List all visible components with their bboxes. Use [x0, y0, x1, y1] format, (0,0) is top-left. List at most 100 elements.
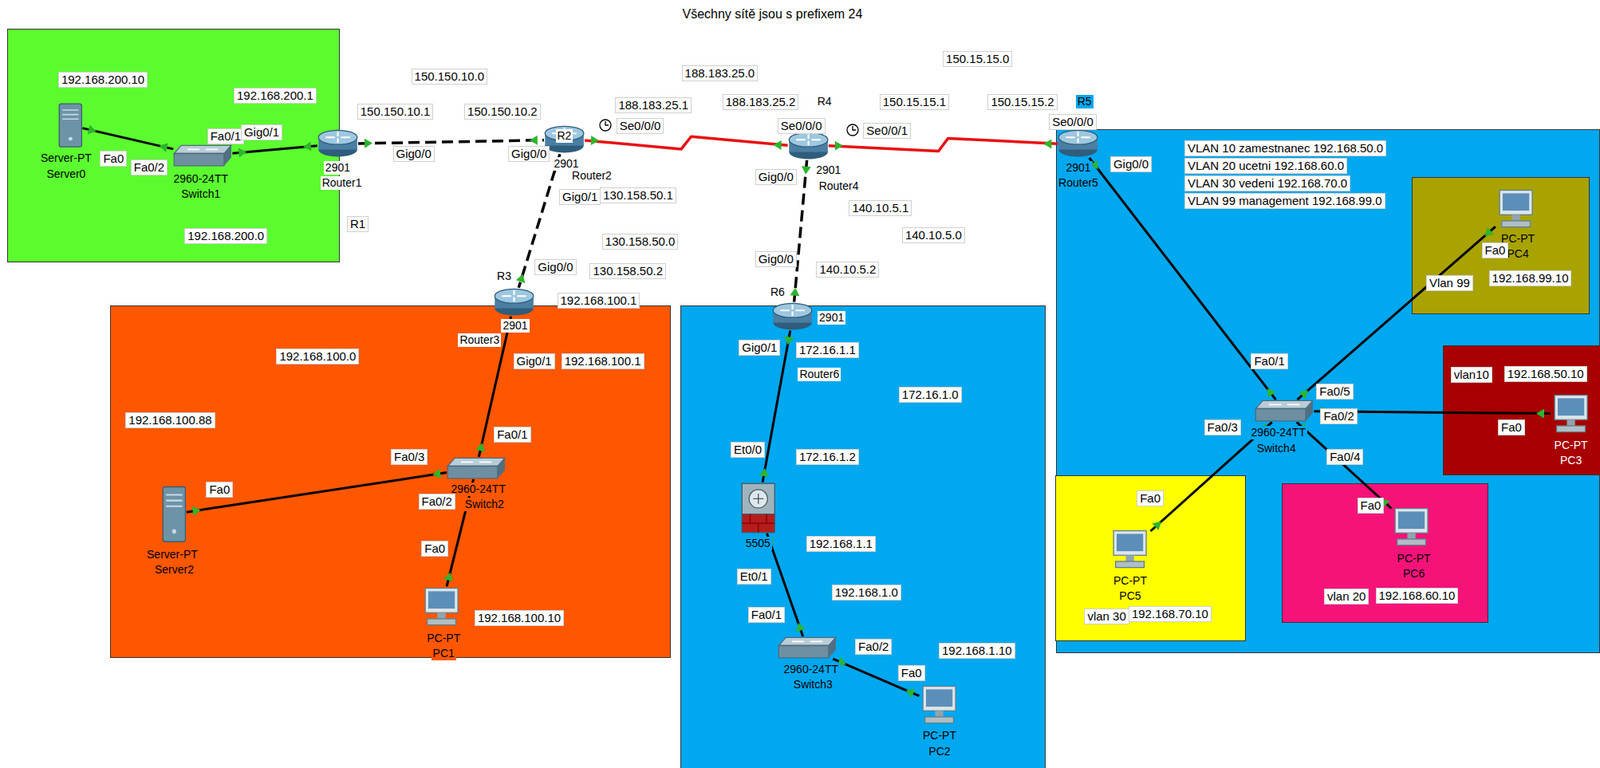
- ip-address: 192.168.1.10: [938, 642, 1016, 659]
- ip-address: 192.168.100.10: [474, 610, 564, 627]
- ip-address: 150.150.10.1: [357, 103, 434, 120]
- router-device: 2901Router1: [317, 129, 359, 158]
- router-device: R62901Router6: [772, 302, 813, 332]
- area-label: 192.168.100.0: [275, 348, 359, 365]
- interface-label: Fa0/2: [1320, 408, 1357, 425]
- interface-label: Fa0/1: [493, 426, 531, 443]
- device-name: 2960-24TT: [449, 482, 507, 497]
- device-name: Router4: [817, 179, 861, 194]
- port-marker: [789, 287, 800, 296]
- ip-address: 192.168.200.1: [233, 87, 317, 104]
- switch-icon: [1254, 399, 1314, 422]
- fw-device: 5505: [740, 482, 776, 534]
- router-icon: [788, 131, 829, 161]
- device-name: PC5: [1117, 589, 1143, 603]
- port-marker: [773, 140, 782, 150]
- ip-address: 192.168.100.1: [557, 292, 641, 309]
- device-name: Server0: [44, 167, 87, 182]
- router-icon: [493, 287, 535, 317]
- pc-device: PC-PTPC1: [421, 586, 462, 627]
- area-label: vlan 20: [1324, 588, 1369, 605]
- area-label: VLAN 30 vedeni 192.168.70.0: [1184, 175, 1351, 192]
- network-area: 192.168.200.0Server-PTServer02960-24TTSw…: [7, 28, 340, 263]
- switch-icon: [173, 144, 233, 167]
- ip-address: 130.158.50.0: [602, 233, 679, 250]
- device-name: Router2: [570, 169, 614, 183]
- device-name: PC-PT: [1552, 438, 1590, 453]
- device-name: 5505: [744, 536, 773, 551]
- interface-label: Se0/0/1: [863, 122, 911, 139]
- ip-address: 150.15.15.0: [942, 51, 1013, 67]
- interface-label: Gig0/0: [508, 145, 550, 162]
- area-label: VLAN 20 ucetni 192.168.60.0: [1184, 157, 1348, 174]
- interface-label: Fa0/1: [1250, 353, 1288, 370]
- device-name: PC4: [1505, 247, 1530, 261]
- port-marker: [516, 274, 525, 284]
- pc-device: PC-PTPC4: [1495, 188, 1537, 229]
- device-name: 2901: [500, 319, 529, 333]
- interface-label: Gig0/1: [240, 124, 283, 141]
- interface-label: Fa0: [1481, 242, 1510, 259]
- interface-label: Gig0/0: [1110, 156, 1152, 173]
- device-name: 2901: [814, 163, 843, 178]
- interface-label: Fa0/2: [418, 493, 456, 510]
- interface-label: Fa0: [898, 665, 926, 682]
- interface-label: Et0/1: [736, 568, 772, 585]
- ip-address: 192.168.1.0: [831, 584, 902, 601]
- router-device: R22901Router2: [543, 125, 585, 154]
- port-marker: [1043, 138, 1052, 149]
- port-marker: [591, 135, 600, 146]
- interface-label: Fa0: [1357, 497, 1385, 514]
- switch-icon: [777, 636, 837, 659]
- interface-label: Fa0/3: [390, 449, 428, 466]
- interface-label: R1: [346, 216, 369, 233]
- switch-device: 2960-24TTSwitch4: [1254, 399, 1314, 422]
- device-name: 2960-24TT: [1249, 425, 1307, 440]
- interface-label: Gig0/1: [738, 339, 781, 356]
- ip-address: 188.183.25.0: [681, 65, 759, 82]
- device-name: Router1: [320, 176, 364, 190]
- interface-label: Fa0: [421, 540, 449, 557]
- clock-symbol: [847, 124, 859, 136]
- ip-address: 192.168.200.10: [58, 71, 148, 88]
- server-device: Server-PTServer0: [58, 102, 83, 148]
- interface-label: Gig0/0: [534, 259, 576, 276]
- ip-address: 130.158.50.1: [599, 187, 677, 204]
- network-area: vlan10PC-PTPC3: [1442, 345, 1600, 475]
- area-label: Vlan 99: [1426, 275, 1474, 292]
- area-label: 192.168.200.0: [184, 228, 268, 245]
- router-device: R32901Router3: [493, 287, 535, 317]
- router-device: R52901Router5: [1057, 129, 1099, 158]
- interface-label: Gig0/1: [513, 353, 556, 370]
- device-name: PC-PT: [1395, 551, 1433, 566]
- interface-label: Se0/0/0: [1048, 114, 1097, 131]
- serial-link: [584, 136, 789, 150]
- interface-label: Fa0/4: [1326, 449, 1364, 466]
- pc-icon: [918, 684, 960, 726]
- interface-label: Fa0: [1136, 490, 1164, 507]
- ip-address: 192.168.99.10: [1489, 270, 1573, 287]
- pc-icon: [421, 586, 462, 627]
- port-marker: [364, 138, 373, 149]
- interface-label: Gig0/1: [559, 189, 601, 205]
- port-marker: [835, 141, 844, 151]
- pc-icon: [1495, 188, 1537, 229]
- ip-address: 150.15.15.1: [879, 94, 950, 111]
- ip-address: 192.168.100.1: [561, 353, 645, 370]
- area-label: vlan10: [1450, 366, 1493, 383]
- area-label: vlan 30: [1083, 608, 1129, 625]
- device-name: R6: [768, 285, 787, 300]
- device-name: 2901: [323, 161, 352, 175]
- ip-address: 192.168.50.10: [1504, 366, 1588, 383]
- router-icon: [772, 302, 813, 332]
- server-device: Server-PTServer2: [161, 485, 187, 544]
- switch-device: 2960-24TTSwitch3: [777, 636, 837, 659]
- device-name: PC-PT: [921, 729, 958, 743]
- ip-address: 188.183.25.1: [614, 97, 692, 114]
- device-name: PC-PT: [425, 631, 462, 646]
- interface-label: Gig0/0: [755, 251, 797, 268]
- device-name: 2901: [817, 311, 846, 325]
- interface-label: Fa0/3: [1204, 419, 1242, 436]
- interface-label: Fa0/2: [130, 159, 168, 176]
